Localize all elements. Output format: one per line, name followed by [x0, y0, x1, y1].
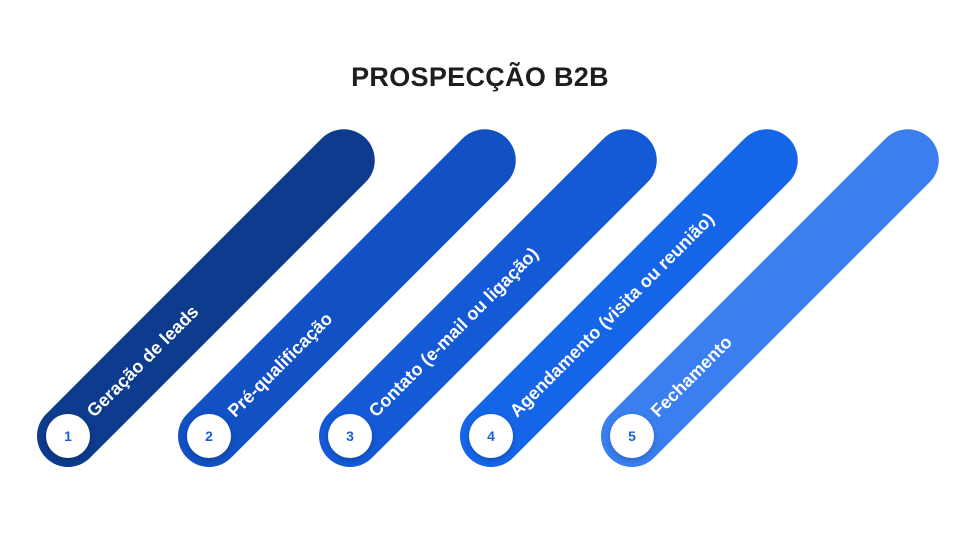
step-number-badge: 4	[469, 414, 513, 458]
step-number-badge: 1	[46, 414, 90, 458]
step-number-badge: 2	[187, 414, 231, 458]
step-number-badge: 5	[610, 414, 654, 458]
step-number-badge: 3	[328, 414, 372, 458]
page-title: PROSPECÇÃO B2B	[351, 62, 609, 92]
